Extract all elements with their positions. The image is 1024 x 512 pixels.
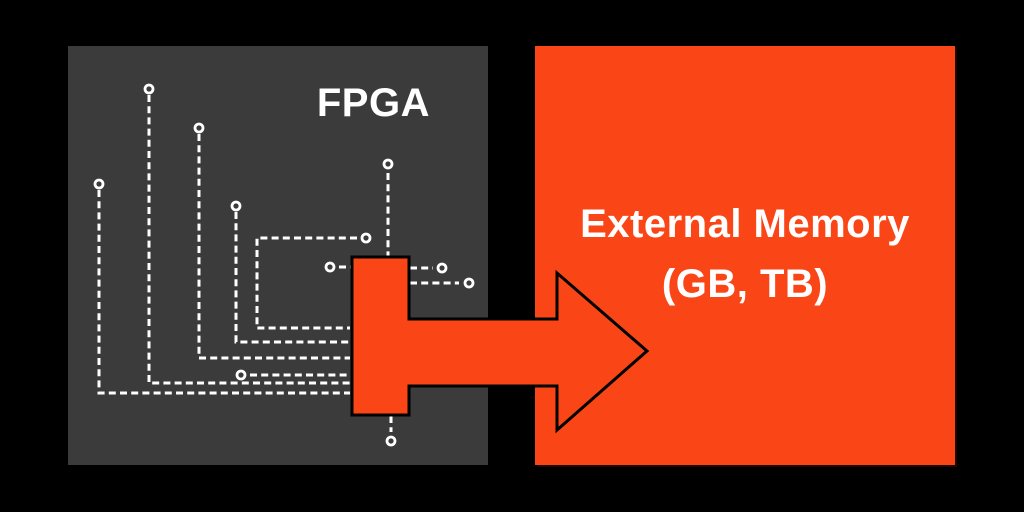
fpga-label: FPGA — [316, 81, 430, 125]
external-memory-label: External Memory — [580, 201, 910, 246]
fpga-chip-block: FPGA — [68, 46, 488, 465]
external-memory-capacity-label: (GB, TB) — [661, 261, 829, 306]
external-memory-label-group: External Memory (GB, TB) — [535, 44, 955, 463]
external-memory-block: External Memory (GB, TB) — [535, 46, 955, 465]
